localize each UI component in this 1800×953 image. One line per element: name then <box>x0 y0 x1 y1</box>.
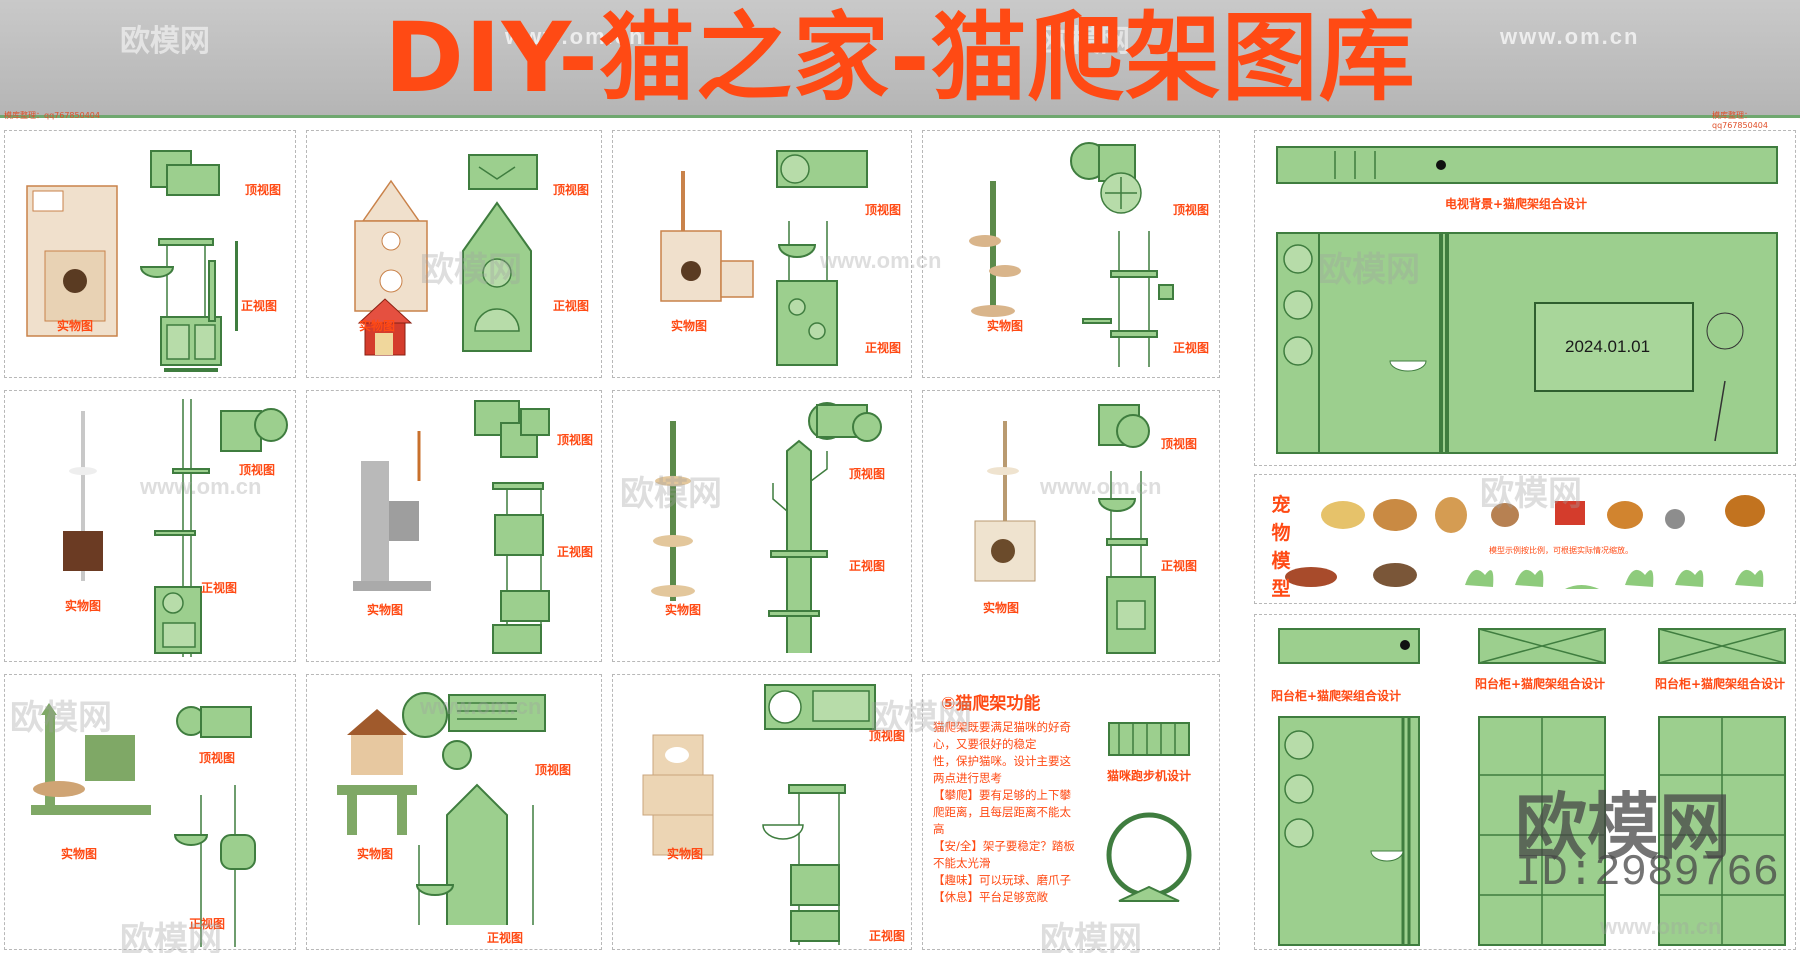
cat-tree-drawing-6 <box>353 400 550 654</box>
catalog-panel-2: 顶视图 正视图 实物图 <box>306 130 602 378</box>
balcony-title-3: 阳台柜+猫爬架组合设计 <box>1655 677 1786 691</box>
photo-label-5: 实物图 <box>65 599 102 613</box>
photo-label-11: 实物图 <box>667 847 704 861</box>
cat-tree-drawing-11 <box>642 684 876 945</box>
wheel-title: 猫咪跑步机设计 <box>1107 769 1192 783</box>
function-line: 【趣味】可以玩球、磨爪子 <box>933 873 1071 887</box>
banner-watermark-url-mid: www.om.cn <box>505 24 645 49</box>
function-line: 爬距离，且每层距离不能太 <box>933 805 1071 819</box>
banner-note-left: 模库整理：qq767850404 <box>4 111 100 120</box>
cat-tree-drawing-4 <box>969 142 1174 367</box>
front-view-label-8: 正视图 <box>1161 559 1198 573</box>
top-view-label-8: 顶视图 <box>1161 437 1198 451</box>
cat-wheel-drawing <box>1106 722 1192 902</box>
catalog-panel-6: 顶视图 正视图 实物图 <box>306 390 602 662</box>
catalog-panel-8: 顶视图 正视图 实物图 <box>922 390 1220 662</box>
top-view-label-10: 顶视图 <box>535 763 572 777</box>
function-description: 猫爬架既要满足猫咪的好奇 心，又要很好的稳定 性，保护猫咪。设计主要这 两点进行… <box>933 719 1093 906</box>
top-view-label-5: 顶视图 <box>239 463 276 477</box>
balcony-title-2: 阳台柜+猫爬架组合设计 <box>1475 677 1606 691</box>
photo-label-8: 实物图 <box>983 601 1020 615</box>
banner-watermark-left: 欧模网 <box>120 25 210 58</box>
function-line: 【休息】平台足够宽敞 <box>933 890 1048 904</box>
catalog-panel-11: 顶视图 正视图 实物图 <box>612 674 912 950</box>
function-line: 【攀爬】要有足够的上下攀 <box>933 788 1071 802</box>
function-heading: ⑤猫爬架功能 <box>941 694 1041 714</box>
top-view-label-3: 顶视图 <box>865 203 902 217</box>
catalog-panel-7: 顶视图 正视图 实物图 <box>612 390 912 662</box>
top-view-label-2: 顶视图 <box>553 183 590 197</box>
balcony-drawing <box>1278 628 1786 946</box>
pet-model-note: 模型示例按比例，可根据实际情况缩放。 <box>1489 546 1633 555</box>
tv-combo-panel: 电视背景+猫爬架组合设计 2024.01.01 <box>1254 130 1796 466</box>
pet-models-drawing <box>1285 495 1765 589</box>
balcony-panel: 阳台柜+猫爬架组合设计 阳台柜+猫爬架组合设计 阳台柜+猫爬架组合设计 <box>1254 614 1796 950</box>
function-line: 两点进行思考 <box>933 771 1002 785</box>
top-view-label-4: 顶视图 <box>1173 203 1210 217</box>
cat-tree-drawing-2 <box>354 154 538 356</box>
front-view-label-4: 正视图 <box>1173 341 1210 355</box>
function-line: 高 <box>933 822 945 836</box>
large-watermark-id: ID:2989766 <box>1515 848 1780 898</box>
function-line: 心，又要很好的稳定 <box>933 737 1037 751</box>
photo-label-1: 实物图 <box>57 319 94 333</box>
tv-combo-title: 电视背景+猫爬架组合设计 <box>1445 197 1588 211</box>
catalog-panel-3: 顶视图 正视图 实物图 <box>612 130 912 378</box>
front-view-label-9: 正视图 <box>189 917 226 931</box>
front-view-label-7: 正视图 <box>849 559 886 573</box>
photo-label-2: 实物图 <box>359 319 396 333</box>
photo-label-10: 实物图 <box>357 847 394 861</box>
cat-tree-drawing-5 <box>63 399 288 657</box>
catalog-panel-9: 顶视图 正视图 实物图 <box>4 674 296 950</box>
cat-tree-drawing-1 <box>26 150 238 372</box>
photo-label-4: 实物图 <box>987 319 1024 333</box>
function-line: 【安/全】架子要稳定？踏板 <box>933 839 1075 853</box>
top-view-label-6: 顶视图 <box>557 433 594 447</box>
top-view-label-7: 顶视图 <box>849 467 886 481</box>
photo-label-3: 实物图 <box>671 319 708 333</box>
function-line: 性，保护猫咪。设计主要这 <box>933 754 1071 768</box>
front-view-label-11: 正视图 <box>869 929 906 943</box>
front-view-label-10: 正视图 <box>487 931 524 945</box>
catalog-panel-10: 顶视图 正视图 实物图 <box>306 674 602 950</box>
top-view-label-1: 顶视图 <box>245 183 282 197</box>
title-banner: 欧模网 欧模网 www.om.cn www.om.cn DIY-猫之家-猫爬架图… <box>0 0 1800 130</box>
cat-tree-drawing-7 <box>651 402 882 653</box>
front-view-label-6: 正视图 <box>557 545 594 559</box>
banner-watermark-mid: 欧模网 <box>1040 25 1130 58</box>
cat-tree-drawing-10 <box>337 692 546 925</box>
banner-note-right: 模库整理：qq767850404 <box>1712 111 1768 130</box>
front-view-label-1: 正视图 <box>241 299 278 313</box>
page-title: DIY-猫之家-猫爬架图库 <box>384 2 1416 114</box>
catalog-panel-1: 顶视图 正视图 实物图 <box>4 130 296 378</box>
function-line: 猫爬架既要满足猫咪的好奇 <box>933 720 1071 734</box>
cat-tree-drawing-9 <box>31 703 256 947</box>
top-view-label-9: 顶视图 <box>199 751 236 765</box>
pet-model-panel: 宠物模型 模型示例按比例，可根据实际情况缩放。 <box>1254 474 1796 604</box>
large-watermark-brand: 欧模网 <box>1515 785 1732 869</box>
tv-combo-drawing <box>1276 146 1778 454</box>
front-view-label-3: 正视图 <box>865 341 902 355</box>
front-view-label-2: 正视图 <box>553 299 590 313</box>
pet-model-label: 宠物模型 <box>1271 494 1291 600</box>
top-view-label-11: 顶视图 <box>869 729 906 743</box>
tv-date: 2024.01.01 <box>1565 337 1651 356</box>
function-line: 不能太光滑 <box>933 856 991 870</box>
banner-watermark-url-right: www.om.cn <box>1500 24 1640 49</box>
photo-label-7: 实物图 <box>665 603 702 617</box>
photo-label-6: 实物图 <box>367 603 404 617</box>
front-view-label-5: 正视图 <box>201 581 238 595</box>
balcony-title-1: 阳台柜+猫爬架组合设计 <box>1271 689 1402 703</box>
catalog-panel-4: 顶视图 正视图 实物图 <box>922 130 1220 378</box>
catalog-panel-5: 顶视图 正视图 实物图 <box>4 390 296 662</box>
cat-tree-drawing-8 <box>974 404 1156 654</box>
photo-label-9: 实物图 <box>61 847 98 861</box>
function-panel: ⑤猫爬架功能 猫爬架既要满足猫咪的好奇 心，又要很好的稳定 性，保护猫咪。设计主… <box>922 674 1220 950</box>
cat-tree-drawing-3 <box>660 150 868 366</box>
